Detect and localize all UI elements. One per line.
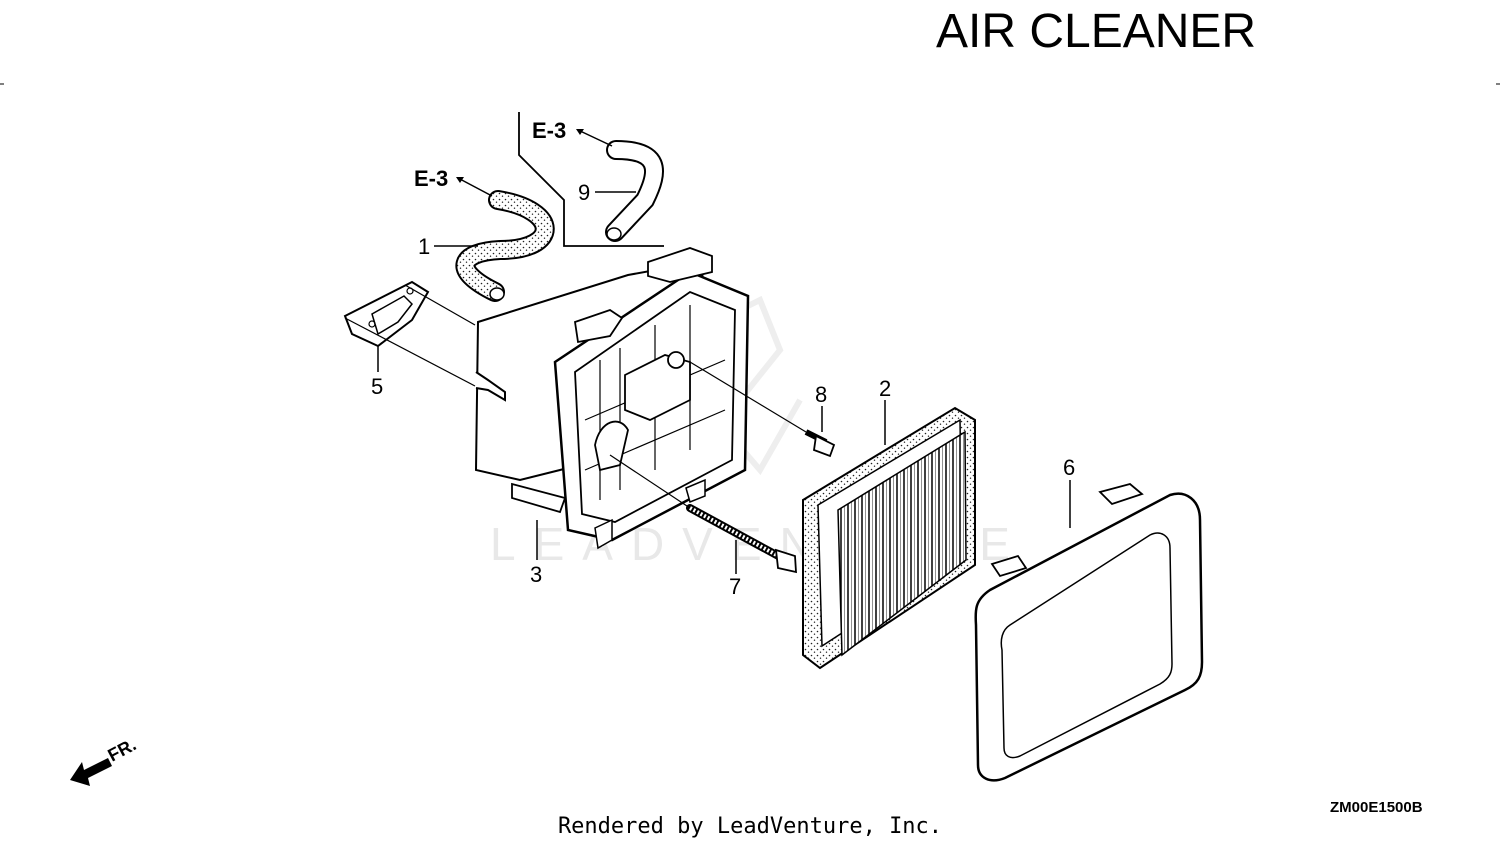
diagram-code: ZM00E1500B (1330, 799, 1423, 816)
reference-e3-lower[interactable]: E-3 (414, 166, 448, 191)
front-marker-label: FR. (104, 734, 139, 765)
part-1-breather-hose[interactable] (455, 190, 555, 302)
alignment-line-bolt-8 (689, 361, 807, 433)
reference-e3-upper[interactable]: E-3 (532, 118, 566, 143)
callout-7[interactable]: 7 (729, 574, 741, 599)
front-direction-arrow: FR. (70, 734, 139, 786)
alignment-line-gasket-top (404, 284, 476, 326)
callout-9[interactable]: 9 (578, 180, 590, 205)
part-3-air-cleaner-case[interactable] (474, 247, 750, 550)
part-8-flange-bolt[interactable] (804, 429, 836, 458)
callout-5[interactable]: 5 (371, 374, 383, 399)
callout-2[interactable]: 2 (879, 376, 891, 401)
alignment-line-bolt-7 (609, 454, 691, 509)
ref-arrow-lower (457, 177, 493, 197)
callout-3[interactable]: 3 (530, 562, 542, 587)
part-9-breather-tube[interactable] (605, 140, 664, 242)
ref-arrow-upper (577, 129, 613, 147)
footer-credit: Rendered by LeadVenture, Inc. (557, 814, 943, 839)
ref-arrow-upper-head (576, 129, 584, 135)
callout-6[interactable]: 6 (1063, 455, 1075, 480)
part-7-long-bolt[interactable] (686, 504, 797, 574)
part-2-filter-element[interactable] (802, 406, 976, 670)
leader-bracket-9 (518, 112, 664, 247)
callout-8[interactable]: 8 (815, 382, 827, 407)
part-6-air-cleaner-cover[interactable] (974, 483, 1204, 782)
alignment-line-gasket-bottom (344, 317, 476, 387)
diagram-title: AIR CLEANER (936, 5, 1257, 58)
callout-1[interactable]: 1 (418, 234, 430, 259)
ref-arrow-lower-head (456, 177, 464, 183)
part-5-gasket[interactable] (343, 280, 430, 348)
